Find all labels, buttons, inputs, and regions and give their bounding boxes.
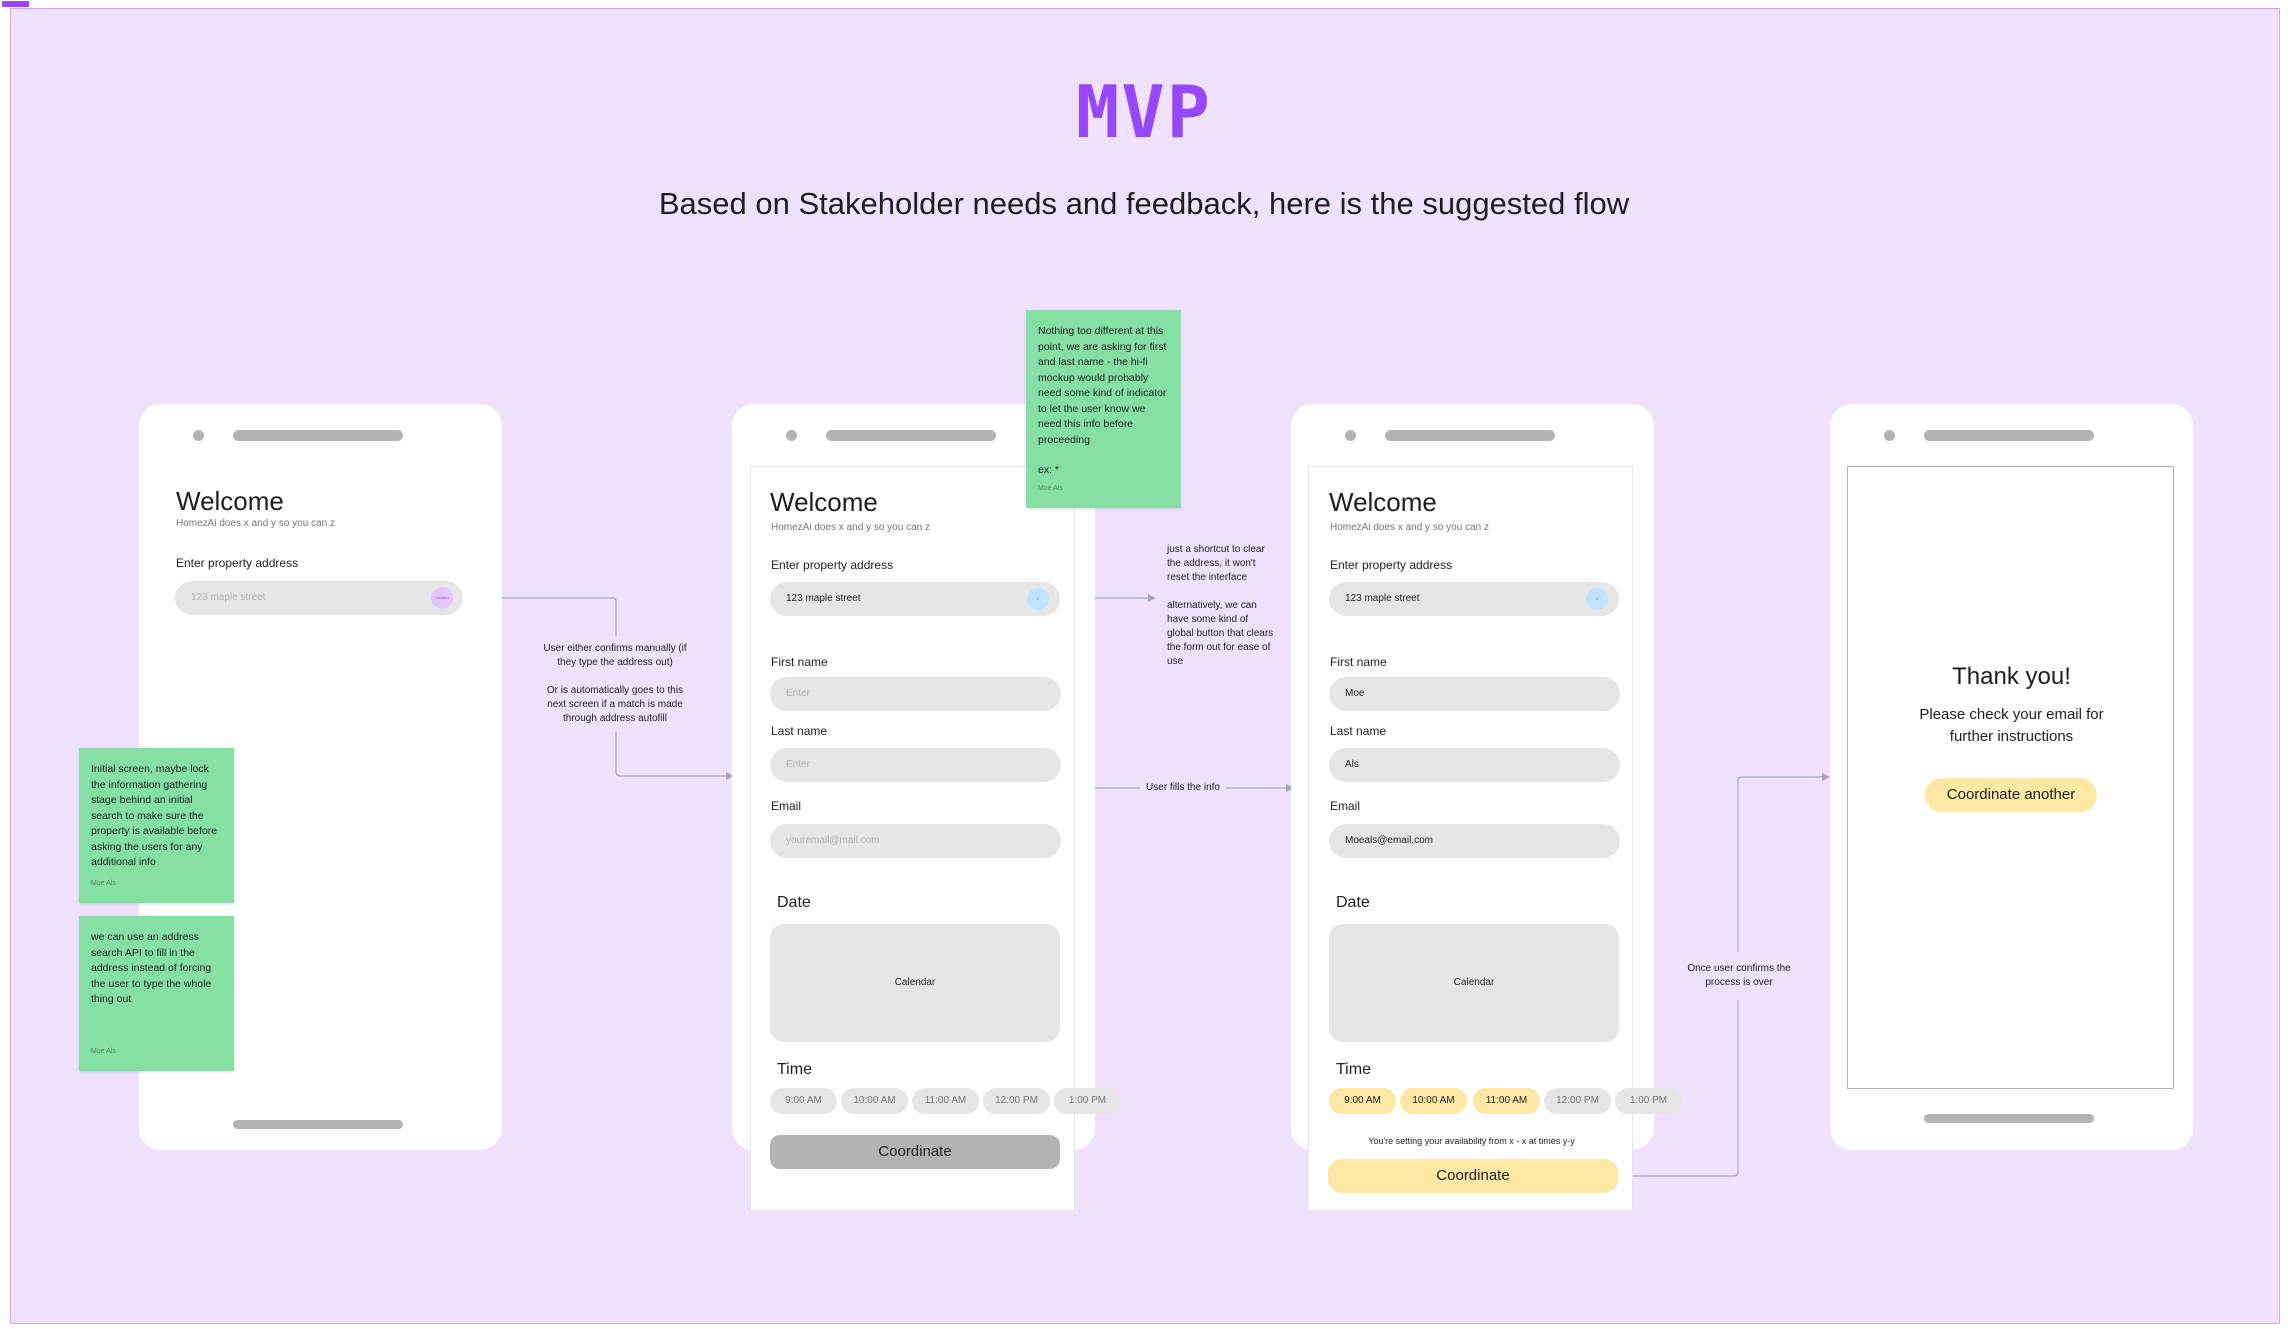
address-label: Enter property address — [1330, 558, 1453, 572]
first-name-label: First name — [771, 655, 828, 669]
last-name-input[interactable]: Enter — [770, 748, 1061, 782]
annotation-confirm-auto: Or is automatically goes to this next sc… — [546, 685, 684, 724]
availability-note: You're setting your availability from x … — [1368, 1136, 1575, 1146]
address-label: Enter property address — [176, 556, 299, 570]
last-name-label: Last name — [771, 724, 828, 738]
sticky-text: Nothing too different at this point, we … — [1038, 325, 1167, 446]
time-slot[interactable]: 11:00 AM — [912, 1088, 979, 1114]
last-name-label: Last name — [1330, 724, 1387, 738]
annotation-confirm: User either confirms manually (if they t… — [540, 642, 690, 726]
welcome-tagline: HomezAi does x and y so you can z — [1330, 522, 1489, 533]
sticky-text: Initial screen, maybe lock the informati… — [91, 763, 218, 868]
annotation-clear-shortcut: just a shortcut to clear the address, it… — [1167, 544, 1265, 583]
annotation-confirm-manual: User either confirms manually (if they t… — [543, 643, 687, 668]
time-slot-selected[interactable]: 9:00 AM — [1329, 1088, 1396, 1114]
time-slot[interactable]: 10:00 AM — [841, 1088, 908, 1114]
clear-address-button[interactable]: × — [1586, 588, 1608, 610]
camera-dot — [193, 430, 204, 441]
time-slot[interactable]: 9:00 AM — [770, 1088, 837, 1114]
time-slot[interactable]: 1:00 PM — [1054, 1088, 1121, 1114]
time-slot-selected[interactable]: 10:00 AM — [1400, 1088, 1467, 1114]
camera-dot — [1345, 430, 1356, 441]
date-label: Date — [1336, 894, 1370, 911]
first-name-input[interactable]: Enter — [770, 677, 1061, 711]
first-name-label: First name — [1330, 655, 1387, 669]
calendar-picker[interactable]: Calendar — [1329, 924, 1619, 1042]
welcome-tagline: HomezAi does x and y so you can z — [771, 522, 930, 533]
calendar-picker[interactable]: Calendar — [770, 924, 1060, 1042]
camera-dot — [1884, 430, 1895, 441]
coordinate-button[interactable]: Coordinate — [770, 1135, 1060, 1169]
sticky-note: we can use an address search API to fill… — [79, 916, 234, 1071]
welcome-heading: Welcome — [176, 486, 284, 516]
page-subtitle: Based on Stakeholder needs and feedback,… — [658, 186, 1630, 221]
email-input[interactable]: youremail@mail.com — [770, 824, 1061, 858]
address-label: Enter property address — [771, 558, 894, 572]
coordinate-button[interactable]: Coordinate — [1328, 1159, 1618, 1193]
calendar-label: Calendar — [1453, 977, 1495, 988]
sticky-author: Moe Als — [1038, 484, 1063, 492]
welcome-heading: Welcome — [1329, 487, 1437, 517]
sticky-extra: ex: * — [1038, 464, 1060, 476]
annotation-confirms: Once user confirms the process is over — [1680, 962, 1798, 990]
sticky-note: Nothing too different at this point, we … — [1026, 310, 1181, 508]
email-label: Email — [771, 799, 802, 813]
home-indicator — [233, 1120, 403, 1129]
phone-thanks: Thank you! Please check your email for f… — [1830, 404, 2193, 1150]
date-label: Date — [777, 894, 811, 911]
annotation-clear: just a shortcut to clear the address, it… — [1167, 543, 1275, 669]
frame-tag — [2, 1, 29, 7]
confirm-address-button[interactable]: confirm — [431, 587, 453, 609]
thanks-heading: Thank you! — [1952, 663, 2071, 690]
page-title: MVP — [1075, 70, 1213, 154]
sticky-text: we can use an address search API to fill… — [91, 931, 212, 1005]
time-slot[interactable]: 12:00 PM — [983, 1088, 1050, 1114]
welcome-heading: Welcome — [770, 487, 878, 517]
welcome-tagline: HomezAi does x and y so you can z — [176, 518, 335, 529]
time-label: Time — [1336, 1061, 1371, 1078]
time-slot[interactable]: 1:00 PM — [1615, 1088, 1682, 1114]
camera-dot — [786, 430, 797, 441]
email-label: Email — [1330, 799, 1361, 813]
sticky-author: Moe Als — [91, 879, 116, 887]
thanks-message: Please check your email for further inst… — [1919, 706, 2104, 745]
email-input[interactable]: Moeals@email.com — [1329, 824, 1620, 858]
speaker-bar — [1924, 430, 2094, 441]
annotation-clear-global: alternatively, we can have some kind of … — [1167, 600, 1274, 667]
annotation-fills: User fills the info — [1146, 782, 1220, 793]
last-name-input[interactable]: Als — [1329, 748, 1620, 782]
address-input[interactable]: 123 maple street — [175, 581, 463, 615]
address-input[interactable]: 123 maple street — [1329, 582, 1619, 616]
time-slot[interactable]: 12:00 PM — [1544, 1088, 1611, 1114]
speaker-bar — [1385, 430, 1555, 441]
address-input[interactable]: 123 maple street — [770, 582, 1060, 616]
thanks-screen: Thank you! Please check your email for f… — [1847, 466, 2174, 1089]
filled-screen: Welcome HomezAi does x and y so you can … — [1308, 466, 1682, 1211]
time-slot-selected[interactable]: 11:00 AM — [1473, 1088, 1540, 1114]
calendar-label: Calendar — [894, 977, 936, 988]
sticky-note: Initial screen, maybe lock the informati… — [79, 748, 234, 903]
clear-address-button[interactable]: × — [1027, 588, 1049, 610]
coordinate-another-button[interactable]: Coordinate another — [1925, 778, 2097, 812]
speaker-bar — [826, 430, 996, 441]
first-name-input[interactable]: Moe — [1329, 677, 1620, 711]
form-screen: Welcome HomezAi does x and y so you can … — [750, 466, 1121, 1211]
speaker-bar — [233, 430, 403, 441]
time-label: Time — [777, 1061, 812, 1078]
home-indicator — [1924, 1114, 2094, 1123]
sticky-author: Moe Als — [91, 1047, 116, 1055]
